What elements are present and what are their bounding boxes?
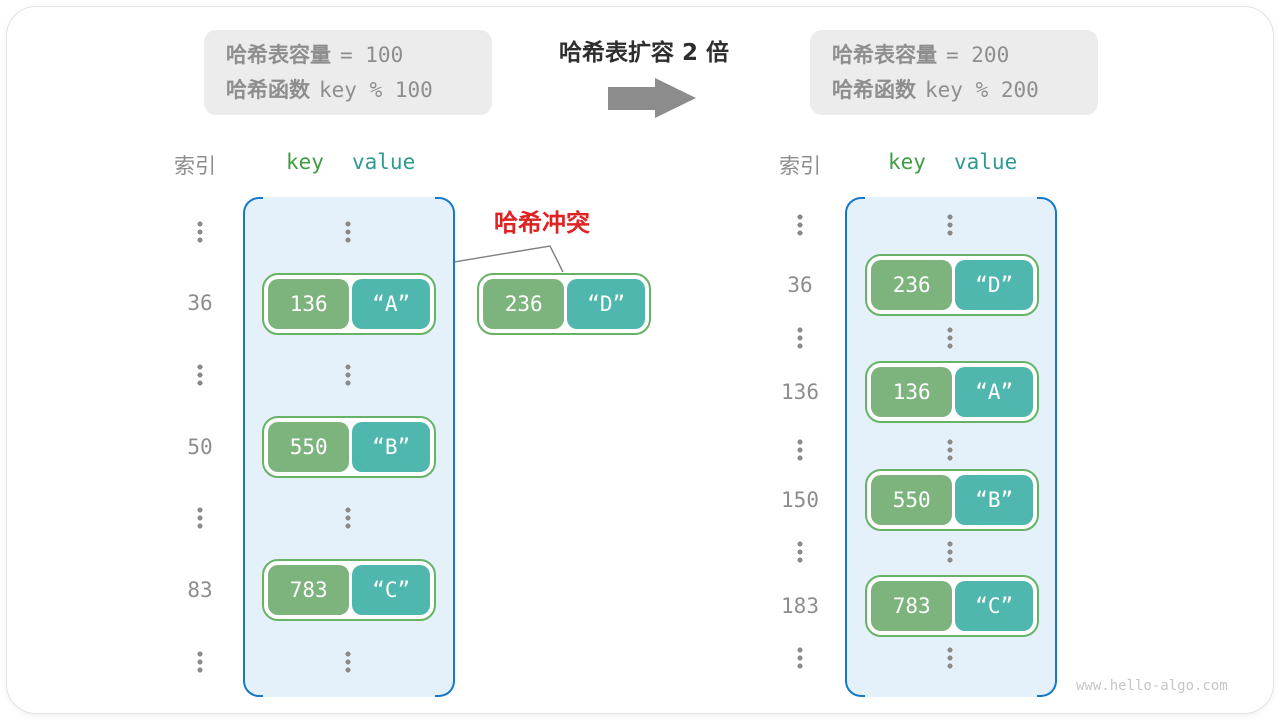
expand-title: 哈希表扩容 2 倍 [558, 40, 730, 66]
key-cell: 136 [268, 279, 350, 329]
after-header-key: key [888, 150, 926, 174]
before-index-1: 50 [187, 435, 213, 459]
before-header-value: value [352, 150, 416, 174]
value-cell: “B” [352, 422, 430, 472]
ellipsis-icon [197, 363, 203, 387]
hashfn-code: key % 200 [925, 78, 1039, 102]
after-index-3: 183 [781, 594, 819, 618]
key-cell: 136 [871, 367, 953, 417]
after-pair-0: 236 “D” [865, 254, 1039, 316]
diagram-card [6, 6, 1274, 714]
after-hashfn-line: 哈希函数 key % 200 [832, 73, 1098, 108]
value-cell: “C” [352, 565, 430, 615]
after-pair-3: 783 “C” [865, 575, 1039, 637]
ellipsis-icon [797, 646, 803, 670]
ellipsis-icon [345, 650, 351, 674]
ellipsis-icon [345, 363, 351, 387]
before-capacity-line: 哈希表容量 = 100 [226, 38, 492, 73]
before-header-key: key [286, 150, 324, 174]
capacity-code: = 100 [340, 43, 404, 67]
value-cell: “A” [352, 279, 430, 329]
after-header-index: 索引 [779, 154, 821, 178]
collision-pair: 236 “D” [477, 273, 651, 335]
ellipsis-icon [947, 213, 953, 237]
ellipsis-icon [797, 438, 803, 462]
key-cell: 783 [871, 581, 953, 631]
after-capacity-line: 哈希表容量 = 200 [832, 38, 1098, 73]
ellipsis-icon [797, 213, 803, 237]
ellipsis-icon [947, 326, 953, 350]
after-pair-2: 550 “B” [865, 469, 1039, 531]
hashfn-label: 哈希函数 [832, 78, 916, 102]
key-cell: 783 [268, 565, 350, 615]
before-index-0: 36 [187, 291, 213, 315]
right-arrow-icon [608, 78, 696, 119]
watermark: www.hello-algo.com [1076, 678, 1228, 694]
value-cell: “D” [567, 279, 645, 329]
after-pair-1: 136 “A” [865, 361, 1039, 423]
ellipsis-icon [797, 540, 803, 564]
capacity-code: = 200 [946, 43, 1010, 67]
before-info-box: 哈希表容量 = 100 哈希函数 key % 100 [204, 30, 492, 115]
after-header-value: value [954, 150, 1018, 174]
collision-label: 哈希冲突 [494, 209, 590, 237]
value-cell: “A” [955, 367, 1033, 417]
value-cell: “D” [955, 260, 1033, 310]
hashfn-code: key % 100 [319, 78, 433, 102]
after-info-box: 哈希表容量 = 200 哈希函数 key % 200 [810, 30, 1098, 115]
hashfn-label: 哈希函数 [226, 78, 310, 102]
value-cell: “C” [955, 581, 1033, 631]
before-index-2: 83 [187, 578, 213, 602]
key-cell: 550 [268, 422, 350, 472]
ellipsis-icon [197, 650, 203, 674]
capacity-label: 哈希表容量 [832, 43, 937, 67]
key-cell: 236 [871, 260, 953, 310]
before-pair-2: 783 “C” [262, 559, 436, 621]
after-index-0: 36 [787, 273, 813, 297]
before-pair-0: 136 “A” [262, 273, 436, 335]
ellipsis-icon [947, 646, 953, 670]
capacity-label: 哈希表容量 [226, 43, 331, 67]
value-cell: “B” [955, 475, 1033, 525]
ellipsis-icon [345, 506, 351, 530]
before-header-index: 索引 [174, 154, 216, 178]
before-hashfn-line: 哈希函数 key % 100 [226, 73, 492, 108]
after-index-2: 150 [781, 488, 819, 512]
key-cell: 236 [483, 279, 565, 329]
ellipsis-icon [197, 506, 203, 530]
ellipsis-icon [947, 438, 953, 462]
ellipsis-icon [197, 220, 203, 244]
ellipsis-icon [345, 220, 351, 244]
arrow-shaft [608, 87, 655, 110]
before-pair-1: 550 “B” [262, 416, 436, 478]
key-cell: 550 [871, 475, 953, 525]
after-index-1: 136 [781, 380, 819, 404]
ellipsis-icon [797, 326, 803, 350]
arrow-head [655, 78, 696, 118]
ellipsis-icon [947, 540, 953, 564]
